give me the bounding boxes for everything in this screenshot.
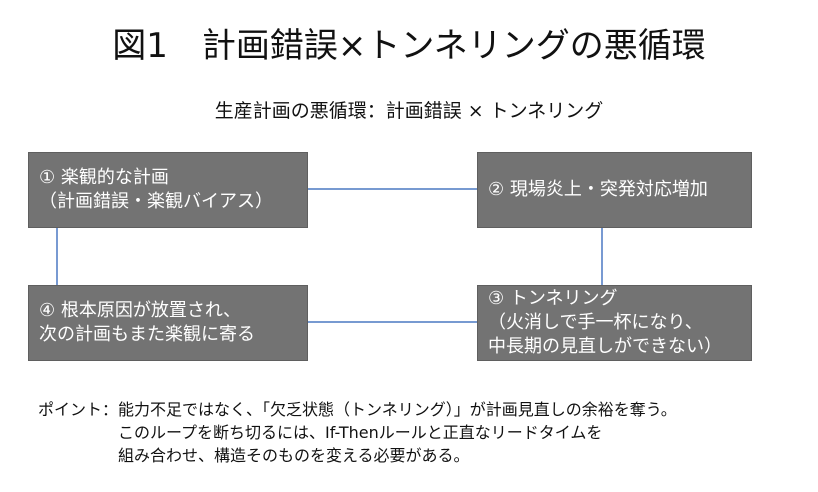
cycle-box-4-root-cause-neglected: ④ 根本原因が放置され、 次の計画もまた楽観に寄る — [28, 285, 308, 361]
key-point-label: ポイント： — [38, 400, 119, 419]
cycle-box-2-firefighting: ② 現場炎上・突発対応増加 — [477, 152, 752, 228]
box-3-line-1: ③ トンネリング — [488, 288, 618, 309]
box-4-line-1: ④ 根本原因が放置され、 — [39, 300, 242, 321]
cycle-box-1-optimistic-plan: ① 楽観的な計画 （計画錯誤・楽観バイアス） — [28, 152, 308, 228]
box-1-line-1: ① 楽観的な計画 — [39, 167, 169, 188]
key-point-note: ポイント： 能力不足ではなく、「欠乏状態（トンネリング）」が計画見直しの余裕を奪… — [38, 398, 808, 467]
cycle-box-3-tunneling: ③ トンネリング （火消しで手一杯になり、 中長期の見直しができない） — [477, 285, 752, 361]
box-1-line-2: （計画錯誤・楽観バイアス） — [39, 191, 273, 212]
box-3-line-2: （火消しで手一杯になり、 — [488, 312, 703, 333]
key-point-line-2: このループを断ち切るには、If-Thenルールと正直なリードタイムを — [118, 423, 603, 442]
box-2-line-1: ② 現場炎上・突発対応増加 — [488, 179, 708, 200]
diagram-subtitle: 生産計画の悪循環：計画錯誤 × トンネリング — [214, 100, 604, 122]
diagram-title: 図1 計画錯誤×トンネリングの悪循環 — [112, 26, 706, 66]
box-3-line-3: 中長期の見直しができない） — [488, 336, 722, 357]
box-4-line-2: 次の計画もまた楽観に寄る — [39, 324, 255, 345]
key-point-line-1: 能力不足ではなく、「欠乏状態（トンネリング）」が計画見直しの余裕を奪う。 — [118, 400, 677, 419]
key-point-line-3: 組み合わせ、構造そのものを変える必要がある。 — [118, 446, 470, 465]
